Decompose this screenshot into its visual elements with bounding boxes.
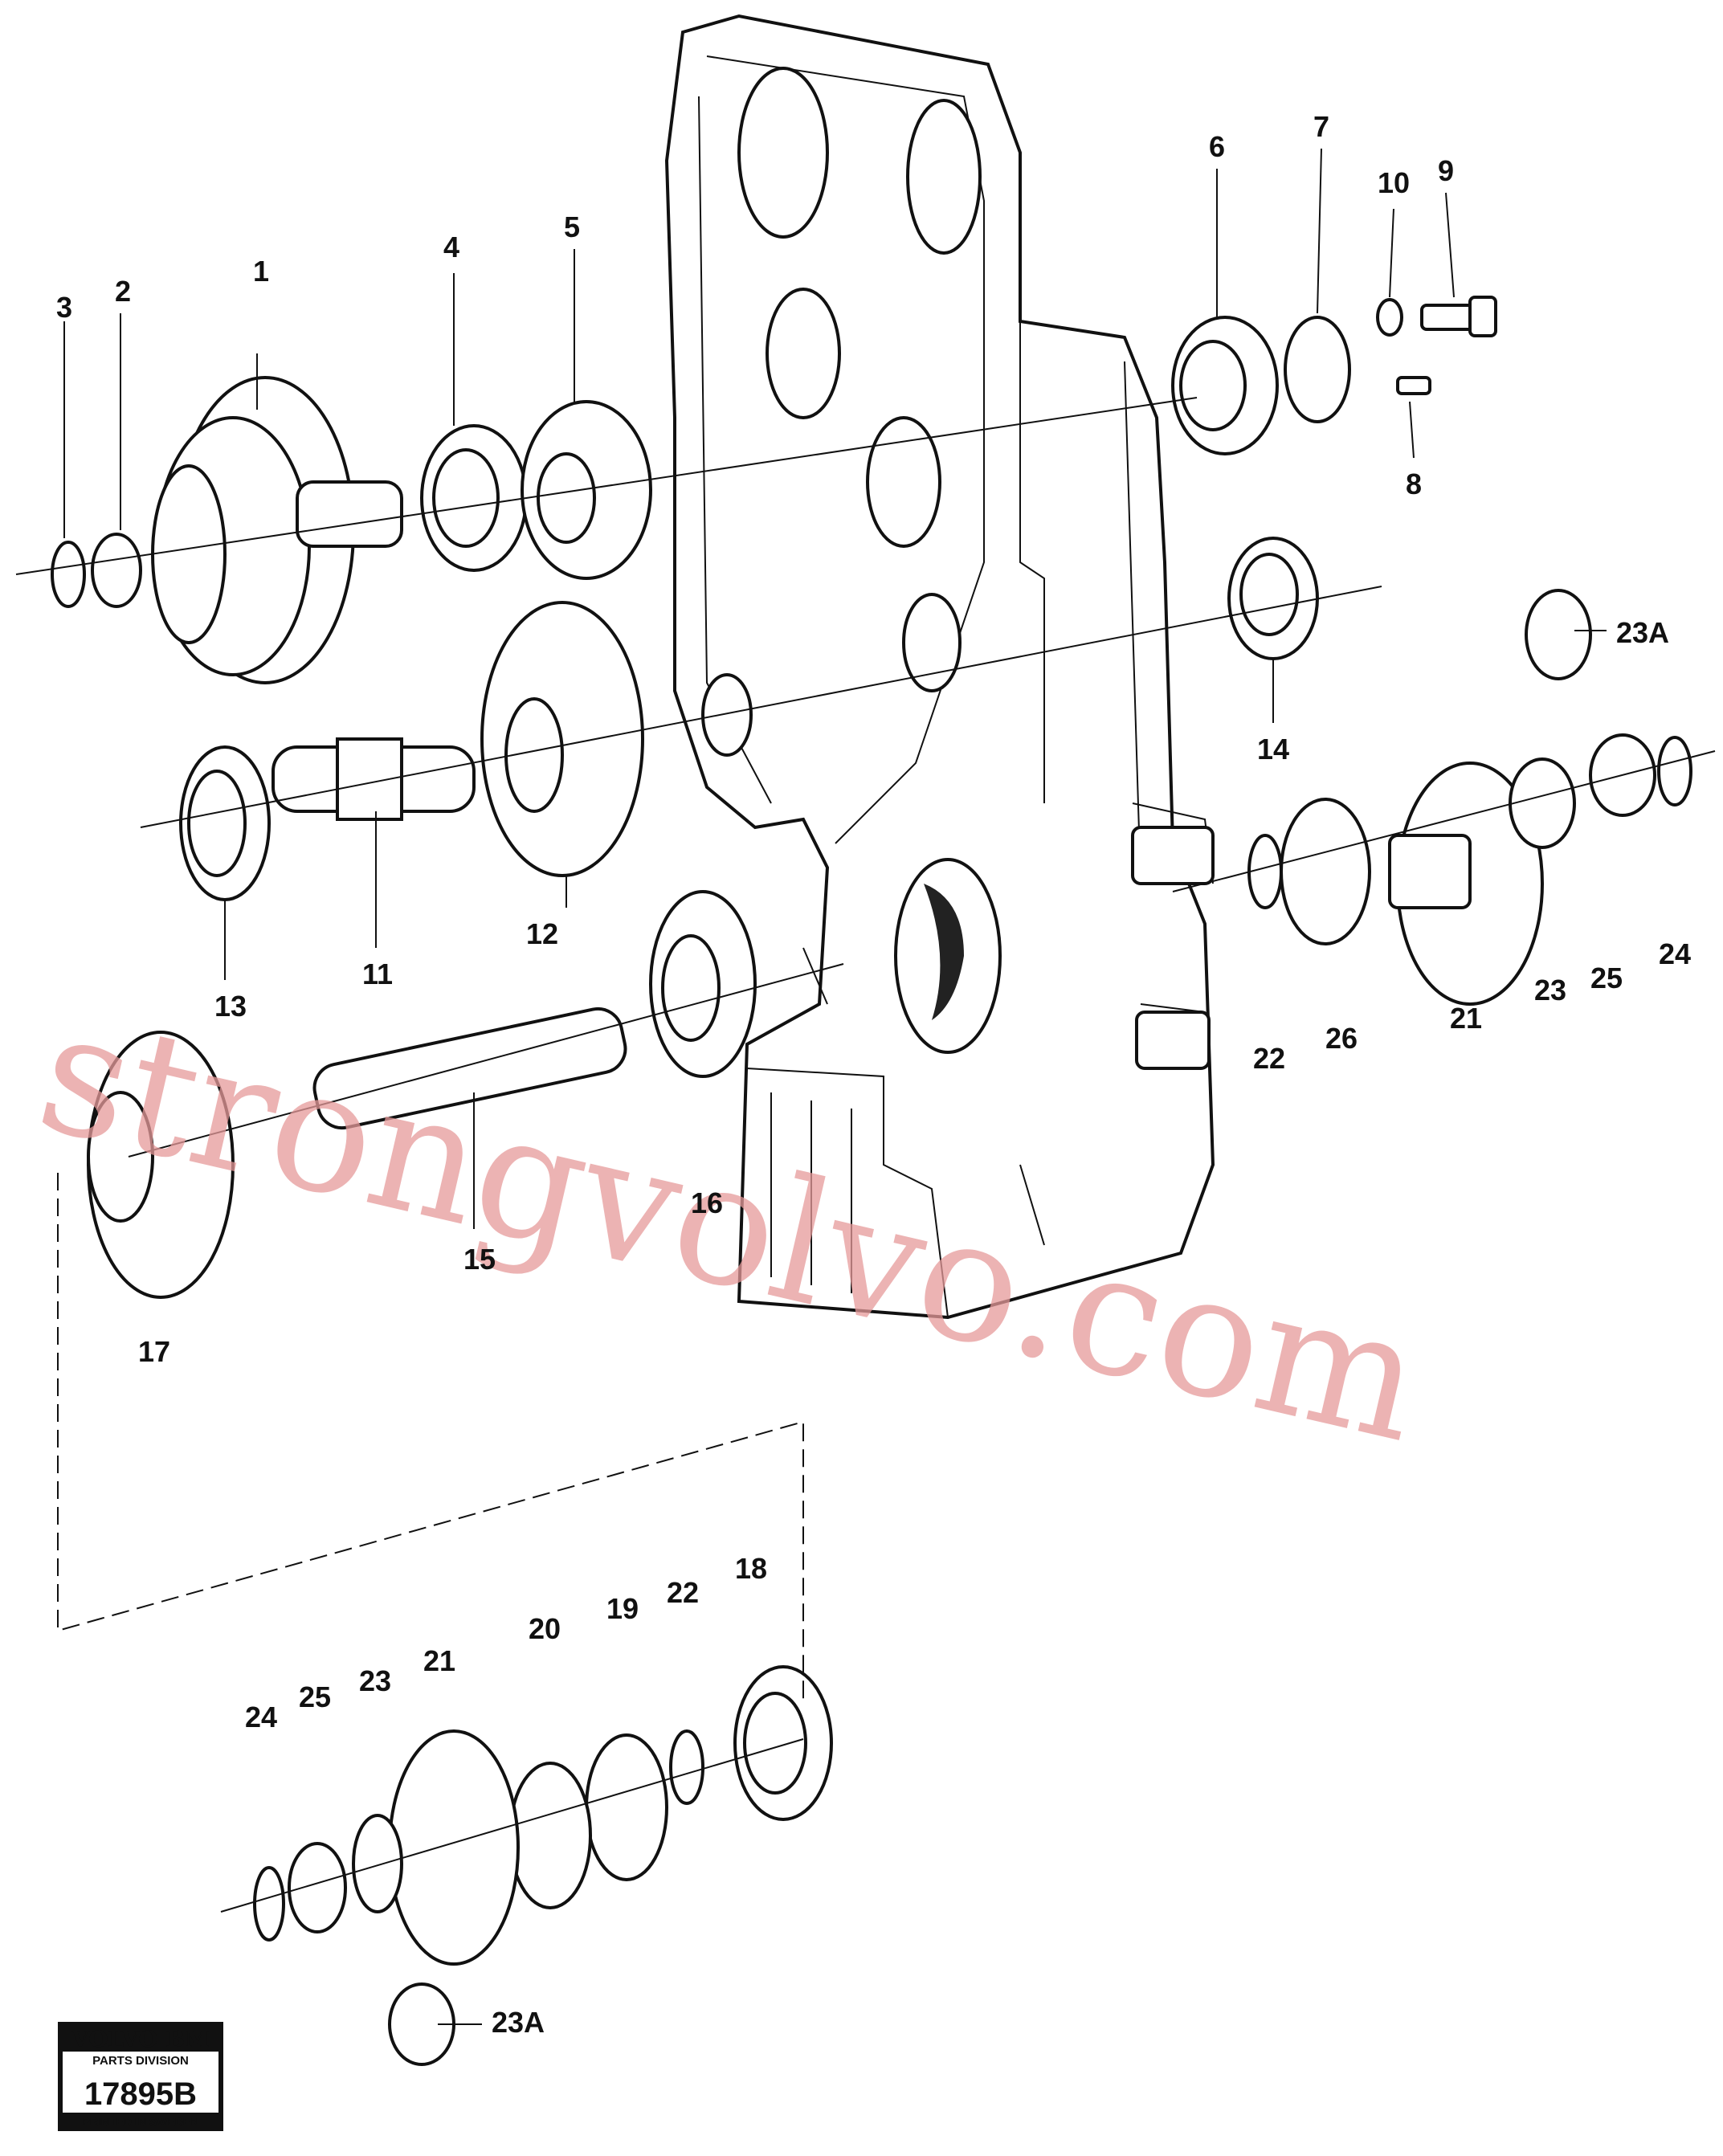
o-ring-22-right — [1247, 834, 1283, 909]
callout-1: 1 — [253, 255, 269, 288]
callout-8: 8 — [1406, 468, 1422, 500]
callout-25-bottom: 25 — [299, 1680, 331, 1713]
volvo-bm-logo: VOLVO BM PARTS DIVISION 17895B PRINTED I… — [58, 2022, 223, 2131]
o-ring-22-bottom — [669, 1729, 704, 1805]
nut-25-bottom — [288, 1842, 347, 1933]
bearing-16 — [649, 890, 757, 1078]
callout-18: 18 — [735, 1552, 767, 1585]
gear-17 — [87, 1031, 235, 1299]
seal-26 — [1280, 798, 1371, 945]
right-output-group — [1247, 589, 1692, 1006]
logo-code: 17895B — [84, 2076, 197, 2112]
lock-plate-23a-top — [1525, 589, 1592, 680]
callout-22-right: 22 — [1253, 1042, 1285, 1075]
bottom-output-group — [253, 1665, 833, 2066]
callout-22-bottom: 22 — [667, 1576, 699, 1609]
shaft-15 — [312, 1007, 627, 1130]
callout-4: 4 — [443, 231, 459, 263]
bearing-cone-2 — [91, 533, 142, 608]
callout-26: 26 — [1325, 1022, 1358, 1055]
callout-3: 3 — [56, 291, 72, 324]
bearing-4 — [420, 424, 528, 572]
logo-footer: PRINTED IN SWEDEN — [83, 2115, 199, 2128]
callout-2: 2 — [115, 275, 131, 308]
callout-6: 6 — [1209, 130, 1225, 163]
logo-division: PARTS DIVISION — [92, 2054, 189, 2068]
callout-11: 11 — [362, 958, 393, 990]
callout-10: 10 — [1378, 166, 1410, 199]
bearing-14 — [1227, 537, 1319, 660]
bearing-13 — [179, 745, 271, 901]
callout-19: 19 — [606, 1592, 639, 1625]
gear-5 — [521, 400, 652, 580]
callout-16: 16 — [691, 1186, 723, 1219]
callout-17: 17 — [138, 1335, 170, 1368]
lock-plate-23-right — [1509, 757, 1576, 849]
callout-21-bottom: 21 — [423, 1644, 455, 1677]
callout-25-right: 25 — [1590, 962, 1623, 994]
callout-24-bottom: 24 — [245, 1701, 277, 1733]
washer-10 — [1376, 298, 1403, 337]
logo-brand: VOLVO BM — [71, 2026, 210, 2052]
gearbox-housing — [664, 14, 1215, 1320]
callout-9: 9 — [1438, 154, 1454, 187]
bolt-9 — [1420, 296, 1497, 337]
lock-plate-23-bottom — [352, 1814, 403, 1913]
snap-ring-24-bottom — [253, 1866, 285, 1942]
cover-7 — [1284, 316, 1351, 423]
callout-23a-bottom: 23A — [492, 2006, 545, 2039]
shaft-11 — [272, 737, 476, 821]
callout-13: 13 — [214, 990, 247, 1023]
callout-7: 7 — [1313, 110, 1329, 143]
callout-24-right: 24 — [1659, 937, 1691, 970]
callout-15: 15 — [463, 1243, 496, 1276]
snap-ring-3 — [51, 541, 86, 608]
seal-20 — [508, 1762, 592, 1909]
callout-12: 12 — [526, 917, 558, 950]
callout-23-bottom: 23 — [359, 1664, 391, 1697]
callout-23a-top: 23A — [1616, 616, 1669, 649]
gear-12 — [480, 601, 644, 877]
seal-19 — [585, 1733, 668, 1881]
flange-21-bottom — [388, 1729, 520, 1966]
callout-5: 5 — [564, 210, 580, 243]
callout-20: 20 — [529, 1612, 561, 1645]
callout-21-right: 21 — [1450, 1002, 1482, 1035]
center-lines — [15, 148, 1716, 2025]
callout-23-right: 23 — [1534, 974, 1566, 1007]
callout-14: 14 — [1257, 733, 1289, 766]
screw-8 — [1396, 376, 1431, 395]
bearing-6 — [1171, 316, 1279, 455]
snap-ring-24-right — [1657, 736, 1692, 806]
callout-labels: 1 2 3 4 5 6 7 8 9 10 11 12 13 14 15 16 1… — [56, 110, 1691, 2039]
gear-1 — [151, 376, 403, 684]
